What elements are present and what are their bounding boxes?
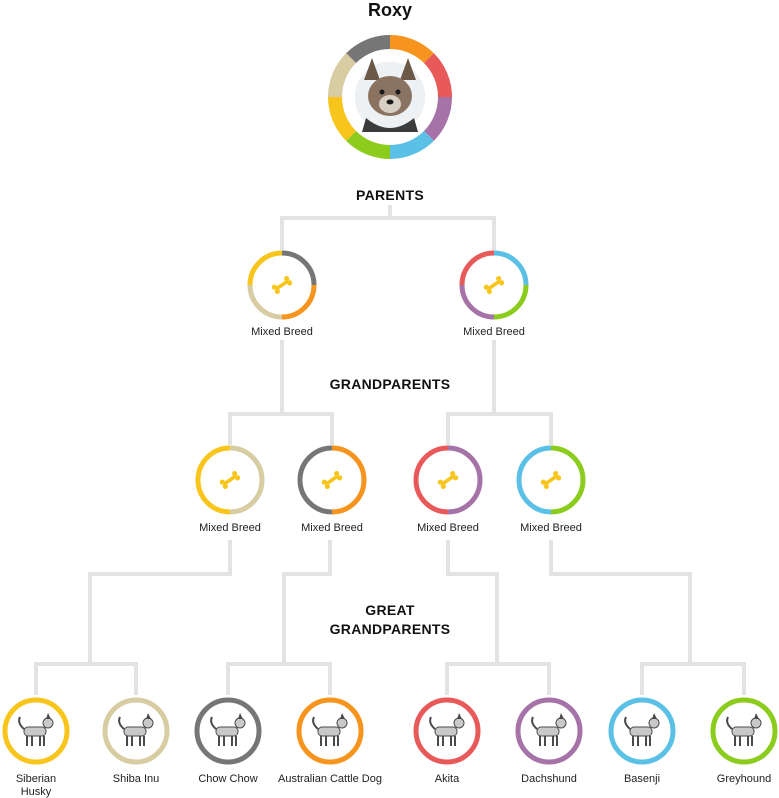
great-grandparent-6[interactable]: Dachshund bbox=[515, 697, 583, 785]
breed-label: Basenji bbox=[624, 773, 660, 785]
ring-segment bbox=[447, 445, 483, 515]
grandparent-breed-label: Mixed Breed bbox=[520, 522, 582, 534]
connector-line bbox=[226, 662, 332, 695]
chow-chow-icon bbox=[210, 713, 246, 746]
connector-line bbox=[446, 412, 553, 445]
siberian-husky-icon bbox=[18, 713, 54, 746]
grandparent-4[interactable]: Mixed Breed bbox=[516, 445, 586, 534]
australian-cattle-dog-icon bbox=[312, 713, 348, 746]
root-breed-ring bbox=[328, 35, 452, 159]
connector-line bbox=[549, 540, 692, 664]
great-grandparent-2[interactable]: Shiba Inu bbox=[102, 697, 170, 785]
ring-segment bbox=[550, 445, 586, 515]
connector-line bbox=[34, 662, 138, 695]
great-grandparent-8[interactable]: Greyhound bbox=[710, 697, 778, 785]
grandparent-breed-label: Mixed Breed bbox=[417, 522, 479, 534]
ring-segment bbox=[516, 445, 552, 515]
connector-line bbox=[228, 412, 334, 445]
parent-2[interactable]: Mixed Breed bbox=[459, 250, 529, 338]
connector-line bbox=[445, 662, 551, 695]
parent-1[interactable]: Mixed Breed bbox=[247, 250, 317, 338]
great-grandparent-3[interactable]: Chow Chow bbox=[194, 697, 262, 785]
connector-line bbox=[280, 216, 496, 250]
dog-photo[interactable] bbox=[355, 58, 425, 132]
ring-segment bbox=[459, 284, 495, 320]
ring-segment bbox=[328, 53, 357, 98]
ring-segment bbox=[346, 130, 391, 159]
ring-segment bbox=[493, 284, 529, 320]
ring-segment bbox=[247, 284, 283, 320]
great-grandparents-heading-line2: GRANDPARENTS bbox=[330, 621, 451, 637]
dog-name: Roxy bbox=[368, 0, 412, 20]
dog-bone-icon bbox=[271, 275, 293, 295]
breed-label: Chow Chow bbox=[198, 773, 257, 785]
ring-segment bbox=[389, 35, 434, 64]
ring-segment bbox=[195, 445, 231, 515]
ring-segment bbox=[247, 250, 283, 286]
grandparent-breed-label: Mixed Breed bbox=[199, 522, 261, 534]
shiba-inu-icon bbox=[118, 713, 154, 746]
dog-bone-icon bbox=[540, 470, 562, 490]
ring-segment bbox=[328, 96, 357, 141]
breed-label-line2: Husky bbox=[21, 786, 52, 798]
grandparents-heading: GRANDPARENTS bbox=[330, 376, 451, 392]
great-grandparent-4[interactable]: Australian Cattle Dog bbox=[278, 697, 382, 785]
ring-segment bbox=[331, 445, 367, 515]
parent-breed-label: Mixed Breed bbox=[463, 326, 525, 338]
breed-label: Australian Cattle Dog bbox=[278, 773, 382, 785]
dog-bone-icon bbox=[437, 470, 459, 490]
ring-segment bbox=[459, 250, 495, 286]
great-grandparent-5[interactable]: Akita bbox=[413, 697, 481, 785]
breed-label: Greyhound bbox=[717, 773, 771, 785]
greyhound-icon bbox=[726, 713, 762, 746]
ring-segment bbox=[493, 250, 529, 286]
great-grandparents-heading-line1: GREAT bbox=[365, 602, 415, 618]
basenji-icon bbox=[624, 713, 660, 746]
ring-segment bbox=[423, 53, 452, 98]
grandparent-breed-label: Mixed Breed bbox=[301, 522, 363, 534]
grandparent-1[interactable]: Mixed Breed bbox=[195, 445, 265, 534]
breed-label: Shiba Inu bbox=[113, 773, 159, 785]
ring-segment bbox=[413, 445, 449, 515]
tree-connectors bbox=[34, 205, 746, 695]
ring-segment bbox=[229, 445, 265, 515]
ring-segment bbox=[297, 445, 333, 515]
parents-heading: PARENTS bbox=[356, 187, 424, 203]
ring-segment bbox=[389, 130, 434, 159]
grandparent-3[interactable]: Mixed Breed bbox=[413, 445, 483, 534]
dog-bone-icon bbox=[219, 470, 241, 490]
breed-label: Siberian bbox=[16, 773, 56, 785]
grandparent-2[interactable]: Mixed Breed bbox=[297, 445, 367, 534]
parent-breed-label: Mixed Breed bbox=[251, 326, 313, 338]
breed-label: Akita bbox=[435, 773, 460, 785]
akita-icon bbox=[429, 713, 465, 746]
dachshund-icon bbox=[531, 713, 567, 746]
dog-bone-icon bbox=[321, 470, 343, 490]
connector-line bbox=[640, 662, 746, 695]
ring-segment bbox=[281, 250, 317, 286]
ring-segment bbox=[423, 96, 452, 141]
breed-label: Dachshund bbox=[521, 773, 577, 785]
ring-segment bbox=[346, 35, 391, 64]
connector-line bbox=[88, 540, 232, 664]
great-grandparent-7[interactable]: Basenji bbox=[608, 697, 676, 785]
dog-bone-icon bbox=[483, 275, 505, 295]
ring-segment bbox=[281, 284, 317, 320]
connector-line bbox=[282, 540, 332, 664]
connector-line bbox=[446, 540, 499, 664]
